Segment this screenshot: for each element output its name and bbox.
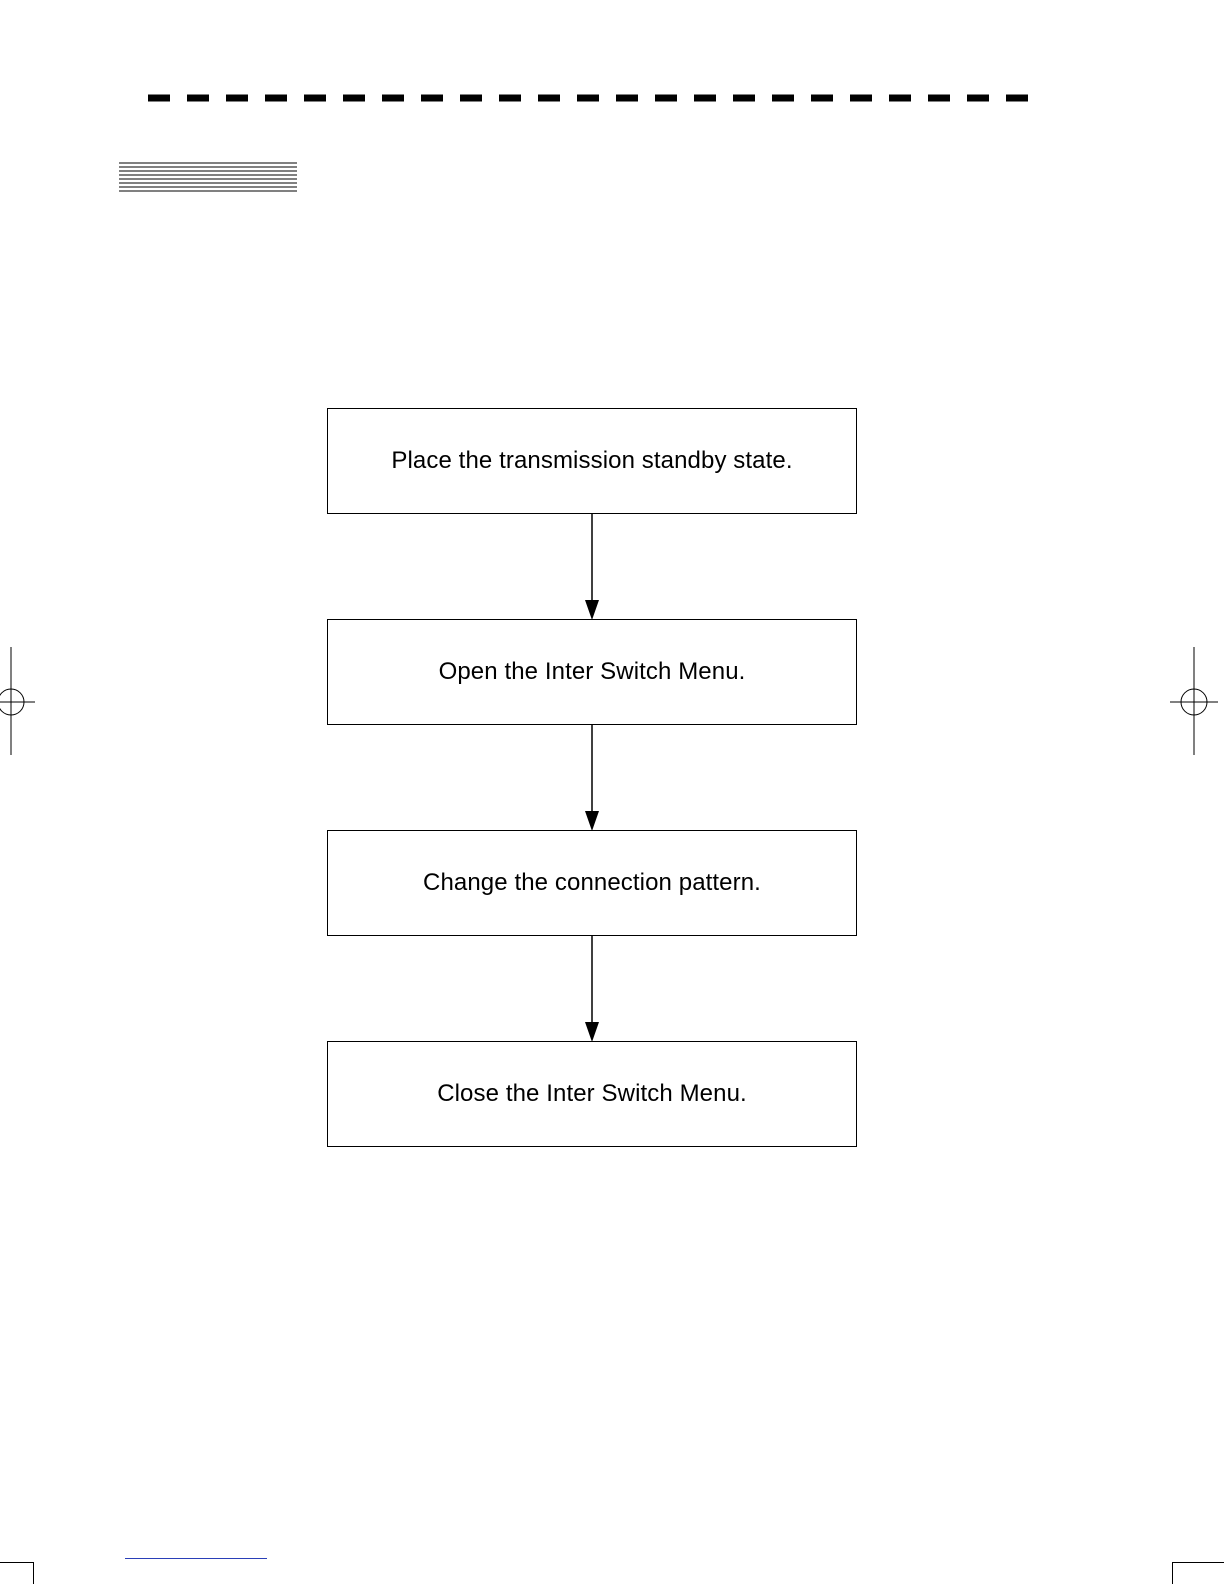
- crop-mark-bottom-right: [1172, 1562, 1224, 1584]
- flow-step-4: Close the Inter Switch Menu.: [327, 1041, 857, 1147]
- flow-step-label: Change the connection pattern.: [423, 869, 761, 897]
- arrow-3-to-4: [585, 936, 599, 1042]
- flow-step-label: Open the Inter Switch Menu.: [439, 658, 746, 686]
- flow-step-label: Close the Inter Switch Menu.: [437, 1080, 747, 1108]
- flow-step-label: Place the transmission standby state.: [391, 447, 792, 475]
- footer-rule: [125, 1558, 267, 1559]
- crop-mark-bottom-left: [0, 1562, 34, 1584]
- arrowhead-icon: [585, 1022, 599, 1042]
- flow-step-2: Open the Inter Switch Menu.: [327, 619, 857, 725]
- arrowhead-icon: [585, 811, 599, 831]
- arrow-1-to-2: [585, 514, 599, 620]
- flow-step-3: Change the connection pattern.: [327, 830, 857, 936]
- arrowhead-icon: [585, 600, 599, 620]
- flow-step-1: Place the transmission standby state.: [327, 408, 857, 514]
- arrow-2-to-3: [585, 725, 599, 831]
